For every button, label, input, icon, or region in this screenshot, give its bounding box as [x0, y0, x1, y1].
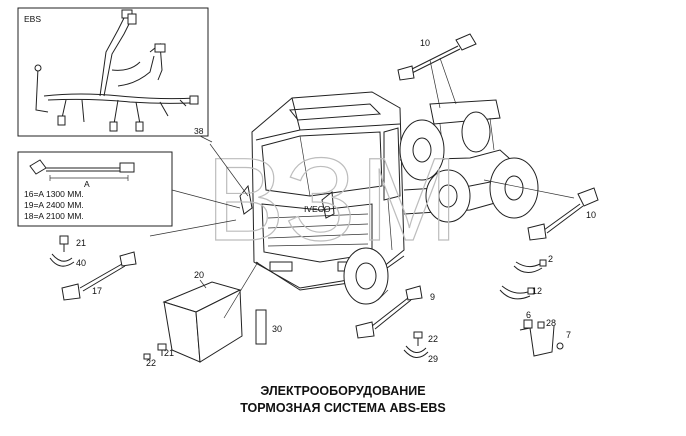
callout-21-left: 21 — [76, 238, 86, 248]
part-21-22-screws: 21 22 — [143, 343, 174, 368]
callout-29: 29 — [428, 354, 438, 364]
part-10-right-sensor-cable: 10 — [483, 179, 599, 241]
ebs-harness-drawing — [34, 9, 199, 132]
watermark: ВЗМ — [205, 133, 462, 266]
callout-40: 40 — [76, 258, 86, 268]
callout-22-mid: 22 — [428, 334, 438, 344]
cable-length-16: 16=A 1300 MM. — [24, 189, 84, 199]
callout-22-bottom: 22 — [146, 358, 156, 368]
callout-28: 28 — [546, 318, 556, 328]
callout-2: 2 — [548, 254, 553, 264]
part-6-28-7-bracket: 6 28 7 — [519, 310, 571, 357]
part-21-40-clamp: 21 40 — [49, 235, 86, 268]
cable-drawing: A — [29, 159, 135, 189]
part-9-cable: 9 — [355, 285, 435, 339]
part-30-strip: 30 — [255, 309, 282, 345]
callout-17: 17 — [92, 286, 102, 296]
truck-drawing: IVECO — [239, 91, 539, 305]
callout-9: 9 — [430, 292, 435, 302]
caption-line-2: ТОРМОЗНАЯ СИСТЕМА ABS-EBS — [240, 401, 446, 415]
callout-10-top: 10 — [420, 38, 430, 48]
part-12-clip: 12 — [499, 285, 542, 300]
callout-30: 30 — [272, 324, 282, 334]
part-20-cover: 20 — [162, 270, 243, 363]
callout-20: 20 — [194, 270, 204, 280]
leader-lines — [149, 143, 389, 319]
ebs-harness-inset: EBS 38 — [17, 7, 213, 143]
part-2-clip: 2 — [513, 254, 553, 273]
callout-12: 12 — [532, 286, 542, 296]
callout-10-right: 10 — [586, 210, 596, 220]
truck-grille-text: IVECO — [304, 204, 331, 214]
caption-line-1: ЭЛЕКТРООБОРУДОВАНИЕ — [260, 384, 425, 398]
watermark-text: ВЗМ — [206, 134, 462, 266]
part-17-cable: 17 — [61, 251, 137, 301]
callout-7: 7 — [566, 330, 571, 340]
part-22-29-clamp: 22 29 — [403, 331, 438, 364]
callout-6: 6 — [526, 310, 531, 320]
cable-length-inset: A 16=A 1300 MM. 19=A 2400 MM. 18=A 2100 … — [17, 151, 173, 227]
ebs-inset-label: EBS — [24, 14, 41, 24]
ebs-inset-part-number: 38 — [194, 126, 204, 136]
cable-length-18: 18=A 2100 MM. — [24, 211, 84, 221]
part-10-top-sensor-cable: 10 — [397, 33, 477, 109]
callout-21-bottom: 21 — [164, 348, 174, 358]
cable-length-19: 19=A 2400 MM. — [24, 200, 84, 210]
cable-dimension-letter: A — [84, 179, 90, 189]
